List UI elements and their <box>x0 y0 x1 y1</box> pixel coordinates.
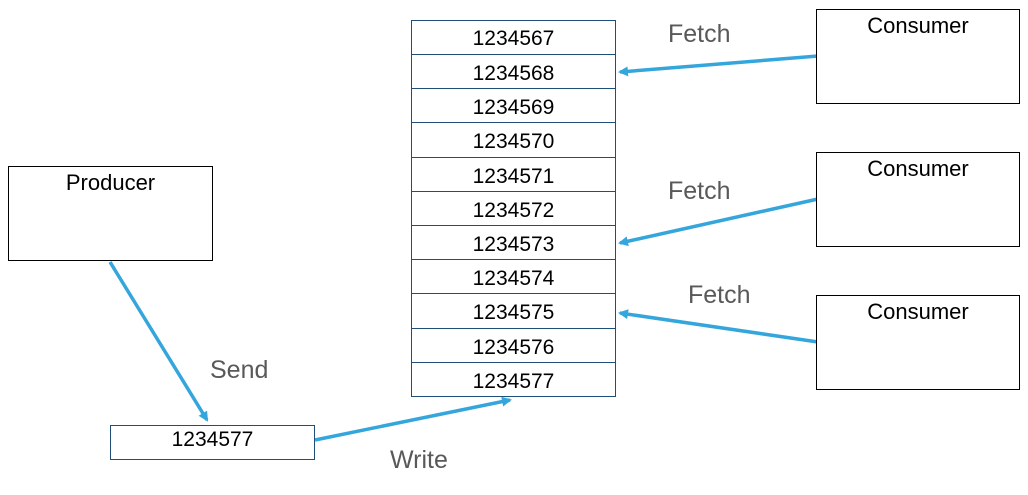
consumer-label: Consumer <box>867 299 969 324</box>
producer-box: Producer <box>8 166 213 261</box>
log-entry: 1234570 <box>412 122 615 156</box>
log-entry: 1234569 <box>412 88 615 122</box>
consumer-box-3: Consumer <box>816 295 1020 390</box>
write-label: Write <box>390 446 448 474</box>
consumer-label: Consumer <box>867 13 969 38</box>
write-arrow <box>314 396 512 442</box>
log-entry: 1234567 <box>472 27 555 50</box>
log-entry: 1234574 <box>412 259 615 293</box>
message-box: 1234577 <box>110 425 315 460</box>
fetch-arrow-1 <box>618 54 819 77</box>
log-entry: 1234577 <box>412 361 615 396</box>
log-entry: 1234576 <box>412 327 615 362</box>
consumer-label: Consumer <box>867 156 969 181</box>
log-entry: 1234571 <box>412 156 615 191</box>
fetch-arrow-2 <box>618 197 819 247</box>
log-entry: 1234573 <box>412 224 615 259</box>
producer-label: Producer <box>65 170 156 195</box>
consumer-box-2: Consumer <box>816 152 1020 247</box>
send-arrow <box>108 261 209 422</box>
log-entry: 1234572 <box>412 190 615 225</box>
fetch-label-1: Fetch <box>668 20 731 48</box>
fetch-label-2: Fetch <box>668 177 731 205</box>
log-column: 1234567 1234568 1234569 1234570 1234571 … <box>411 20 616 397</box>
fetch-arrow-3 <box>618 309 819 344</box>
log-entry: 1234575 <box>412 293 615 327</box>
log-entry: 1234568 <box>412 54 615 88</box>
fetch-label-3: Fetch <box>688 281 751 309</box>
consumer-box-1: Consumer <box>816 9 1020 104</box>
send-label: Send <box>210 356 269 384</box>
